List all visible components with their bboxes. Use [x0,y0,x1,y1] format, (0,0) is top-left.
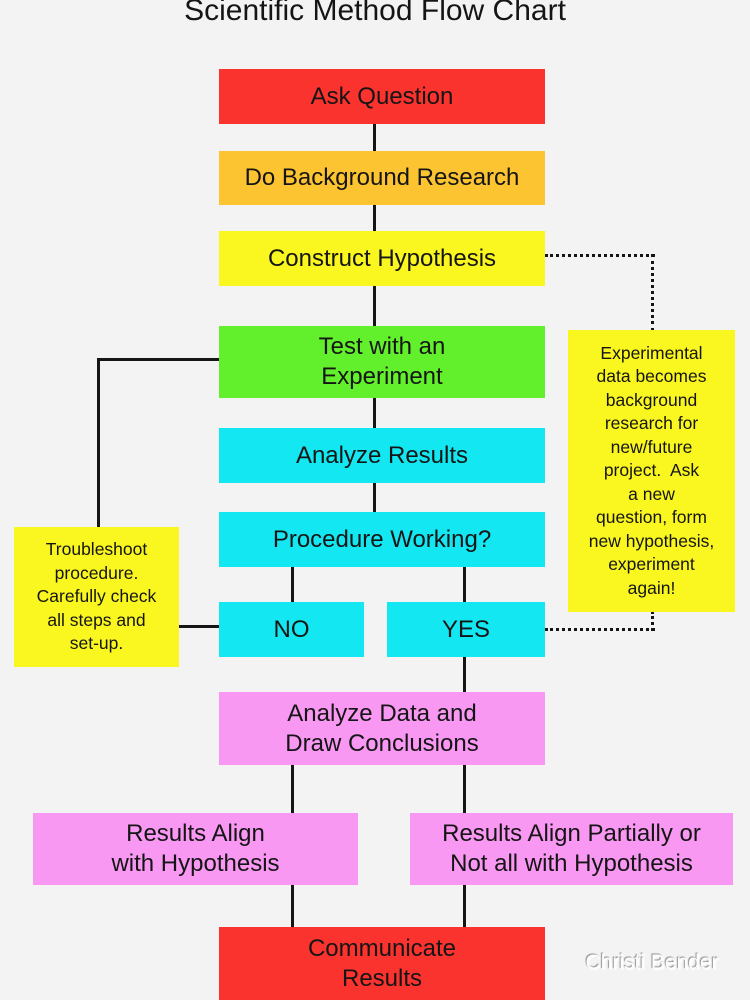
dotted-hypothesis-to-note [545,254,655,257]
node-analyze-data: Analyze Data and Draw Conclusions [219,692,545,765]
node-yes: YES [387,602,545,657]
connector-analyzedata-to-align [291,764,294,814]
node-communicate-results-label: Communicate Results [307,934,457,992]
dotted-note-rise [651,611,654,631]
note-experimental-data-text: Experimental data becomes background res… [588,342,715,598]
node-results-align-label: Results Align with Hypothesis [111,820,280,877]
connector-hypothesis-to-test [373,285,376,327]
node-do-background-research: Do Background Research [219,151,545,205]
node-construct-hypothesis: Construct Hypothesis [219,231,545,286]
connector-analyze-to-procedure [373,482,376,513]
connector-troubleshoot-to-no [179,625,220,628]
node-communicate-results: Communicate Results [219,927,545,1000]
node-results-partial: Results Align Partially or Not all with … [410,813,733,885]
connector-partial-to-communicate [463,884,466,928]
connector-loop-to-test [97,358,220,361]
dotted-note-drop [651,254,654,331]
connector-procedure-to-yes [463,566,466,603]
node-do-background-research-label: Do Background Research [244,164,520,191]
connector-ask-to-research [373,124,376,152]
connector-loop-down [97,358,100,528]
node-ask-question-label: Ask Question [310,82,454,110]
node-construct-hypothesis-label: Construct Hypothesis [267,244,497,272]
connector-align-to-communicate [291,884,294,928]
node-yes-label: YES [441,615,491,643]
author-watermark: Christi Bender [585,951,719,974]
node-results-align: Results Align with Hypothesis [33,813,358,885]
connector-procedure-to-no [291,566,294,603]
dotted-note-to-yes [545,628,655,631]
connector-analyzedata-to-partial [463,764,466,814]
node-no: NO [219,602,364,657]
note-troubleshoot: Troubleshoot procedure. Carefully check … [14,527,179,667]
node-analyze-results-label: Analyze Results [295,441,469,469]
node-test-with-experiment: Test with an Experiment [219,326,545,398]
connector-test-to-analyze [373,397,376,429]
note-experimental-data: Experimental data becomes background res… [568,330,735,612]
node-test-with-experiment-label: Test with an Experiment [318,333,446,390]
node-no-label: NO [273,615,310,643]
connector-research-to-hypothesis [373,204,376,232]
node-procedure-working-label: Procedure Working? [272,525,492,553]
node-analyze-results: Analyze Results [219,428,545,483]
note-troubleshoot-text: Troubleshoot procedure. Carefully check … [36,539,157,654]
node-results-partial-label: Results Align Partially or Not all with … [442,820,701,877]
node-analyze-data-label: Analyze Data and Draw Conclusions [285,699,479,757]
page-title: Scientific Method Flow Chart [184,0,566,27]
connector-yes-to-analyzedata [463,656,466,693]
node-procedure-working: Procedure Working? [219,512,545,567]
node-ask-question: Ask Question [219,69,545,124]
